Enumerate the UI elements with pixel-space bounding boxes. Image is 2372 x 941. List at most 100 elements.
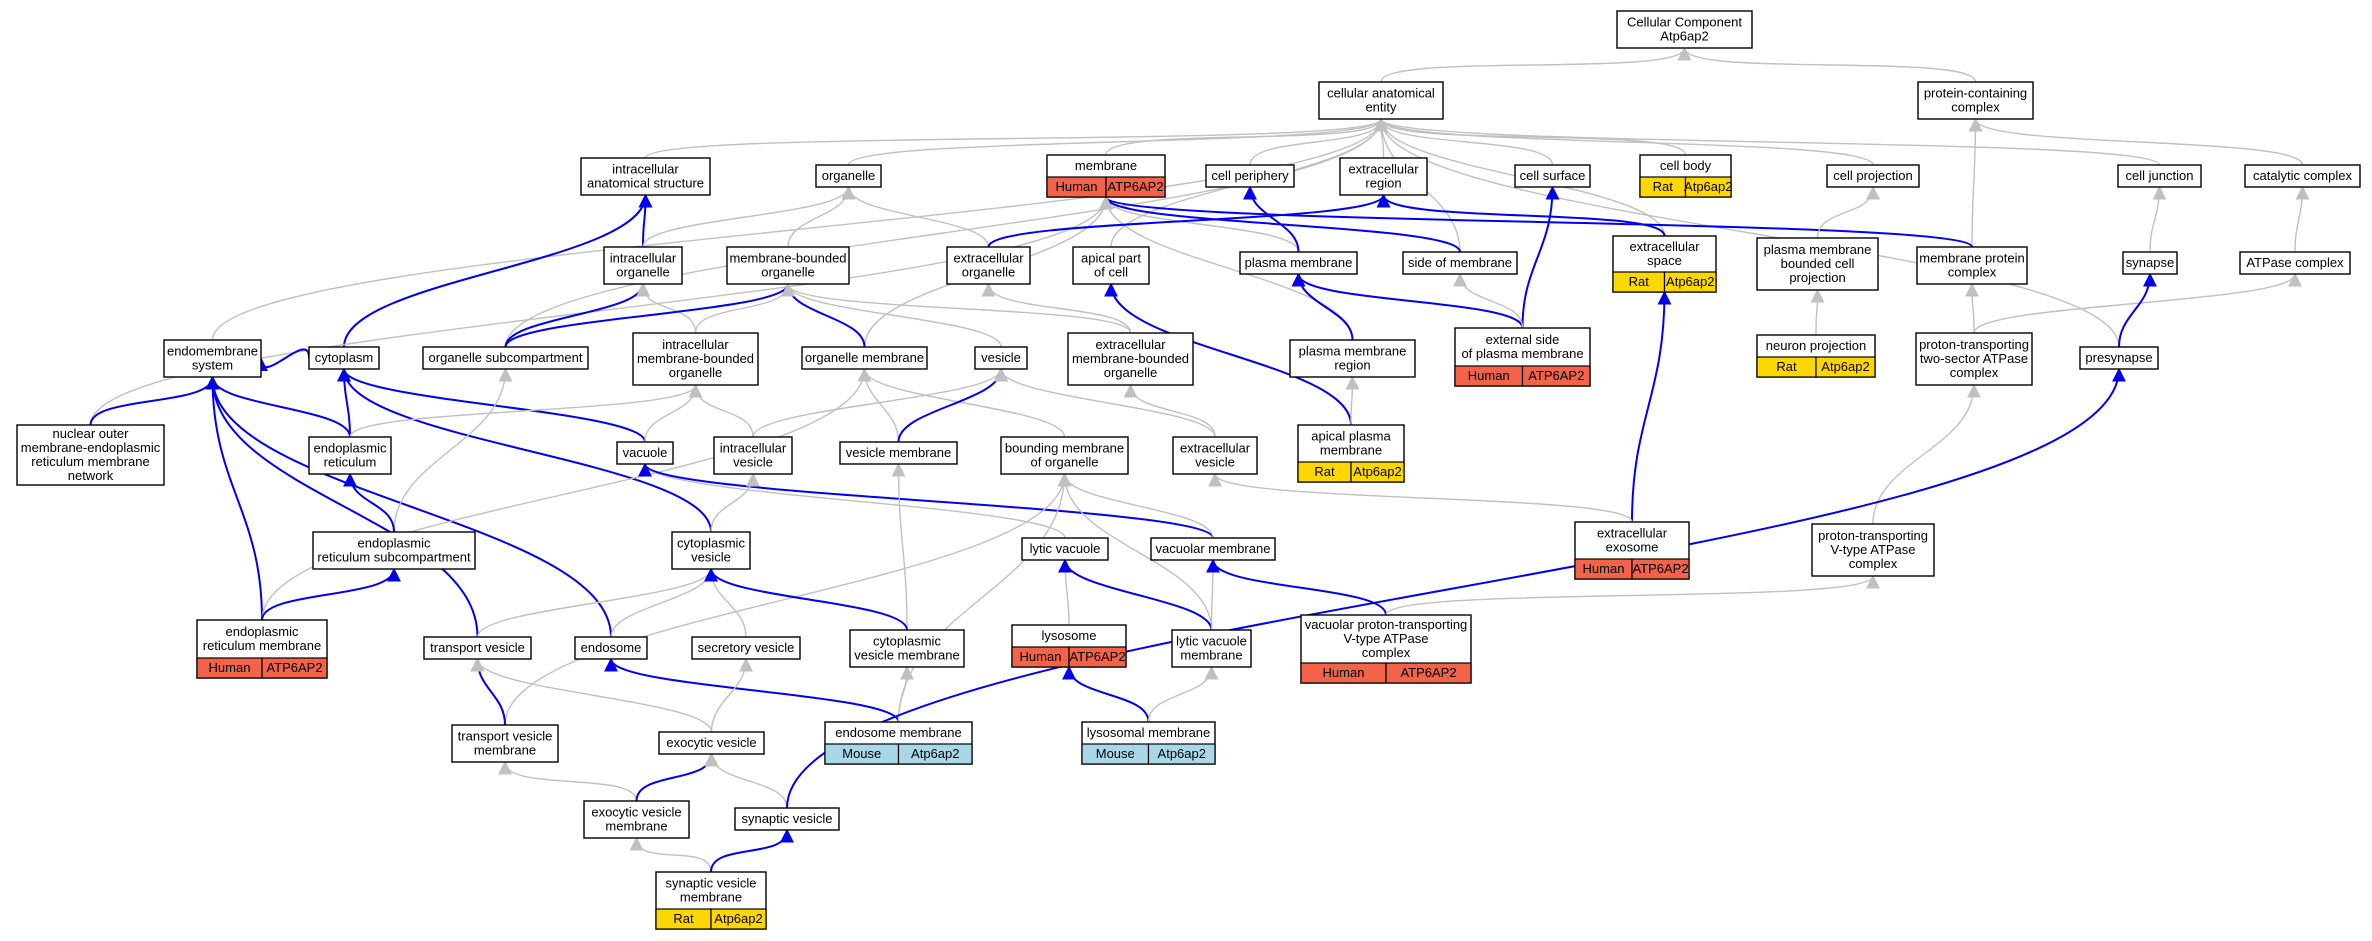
- node-label-line: membrane: [474, 743, 536, 758]
- edge-orgsub-to-mbo: [504, 282, 795, 348]
- node-box: [1917, 81, 2034, 120]
- node-vesicle[interactable]: vesicle: [974, 346, 1028, 370]
- gene-label: ATP6AP2: [1069, 649, 1125, 664]
- edge-lysomem-to-lytvacmem: [1147, 665, 1219, 723]
- node-nomerm[interactable]: nuclear outermembrane-endoplasmicreticul…: [16, 424, 165, 486]
- node-cellsurf[interactable]: cell surface: [1514, 164, 1591, 188]
- edge-exexo-to-exves: [1208, 472, 1633, 523]
- node-label-line: vesicle membrane: [846, 445, 952, 460]
- node-vacuole[interactable]: vacuole: [616, 441, 674, 465]
- node-cellproj[interactable]: cell projection: [1826, 164, 1920, 188]
- node-box: [1239, 251, 1358, 275]
- node-label-line: vacuolar proton-transporting: [1305, 617, 1468, 632]
- node-secves[interactable]: secretory vesicle: [691, 636, 801, 660]
- node-label-line: reticulum: [324, 455, 377, 470]
- node-box: [1514, 164, 1591, 188]
- node-label-line: membrane-bounded: [729, 251, 846, 266]
- gene-cell: [1815, 356, 1876, 378]
- node-vacmem[interactable]: vacuolar membrane: [1150, 537, 1276, 561]
- node-orgmem[interactable]: organelle membrane: [801, 346, 928, 370]
- node-atpase[interactable]: ATPase complex: [2239, 251, 2351, 275]
- node-celljunc[interactable]: cell junction: [2117, 164, 2202, 188]
- node-label-line: external side: [1486, 332, 1560, 347]
- node-lytvac[interactable]: lytic vacuole: [1021, 537, 1109, 561]
- edge-pcc-to-root: [1677, 46, 1977, 83]
- edge-exoves-to-transves: [470, 657, 713, 733]
- node-cytoplasm[interactable]: cytoplasm: [308, 346, 380, 370]
- edge-ersub-to-orgsub: [393, 367, 513, 533]
- node-orgsub[interactable]: organelle subcompartment: [422, 346, 589, 370]
- node-sidemem[interactable]: side of membrane: [1402, 251, 1518, 275]
- node-endosome[interactable]: endosome: [574, 636, 648, 660]
- node-label-line: of organelle: [1031, 455, 1099, 470]
- node-box: [2079, 346, 2159, 370]
- node-label-line: exocytic vesicle: [591, 805, 681, 820]
- node-label-line: membrane: [1320, 443, 1382, 458]
- node-synapse[interactable]: synapse: [2122, 251, 2178, 275]
- gene-label: ATP6AP2: [1400, 665, 1456, 680]
- node-catcomp[interactable]: catalytic complex: [2244, 164, 2361, 188]
- edge-exmbo-to-exorg: [981, 282, 1132, 334]
- node-pm[interactable]: plasma membrane: [1239, 251, 1358, 275]
- node-label-line: transport vesicle: [458, 729, 553, 744]
- node-box: [1000, 436, 1129, 475]
- edge-orgsub-to-cae: [504, 117, 1388, 348]
- node-synves[interactable]: synaptic vesicle: [734, 807, 840, 831]
- node-organelle[interactable]: organelle: [815, 164, 882, 188]
- species-label: Human: [1323, 665, 1365, 680]
- edge-lysosome-to-lytvac: [1058, 558, 1073, 626]
- node-box: [580, 157, 711, 196]
- edge-exmbo-to-mbo: [781, 282, 1132, 334]
- node-cellperiph[interactable]: cell periphery: [1205, 164, 1295, 188]
- node-box: [16, 424, 165, 486]
- node-exoves[interactable]: exocytic vesicle: [658, 731, 765, 755]
- node-transves[interactable]: transport vesicle: [423, 636, 532, 660]
- node-label-line: proton-transporting: [1919, 337, 2029, 352]
- species-label: Rat: [1314, 464, 1335, 479]
- node-label-line: cytoplasm: [315, 350, 374, 365]
- edge-ersub-to-er: [343, 472, 395, 533]
- node-vesmem[interactable]: vesicle membrane: [839, 441, 958, 465]
- node-presyn[interactable]: presynapse: [2079, 346, 2159, 370]
